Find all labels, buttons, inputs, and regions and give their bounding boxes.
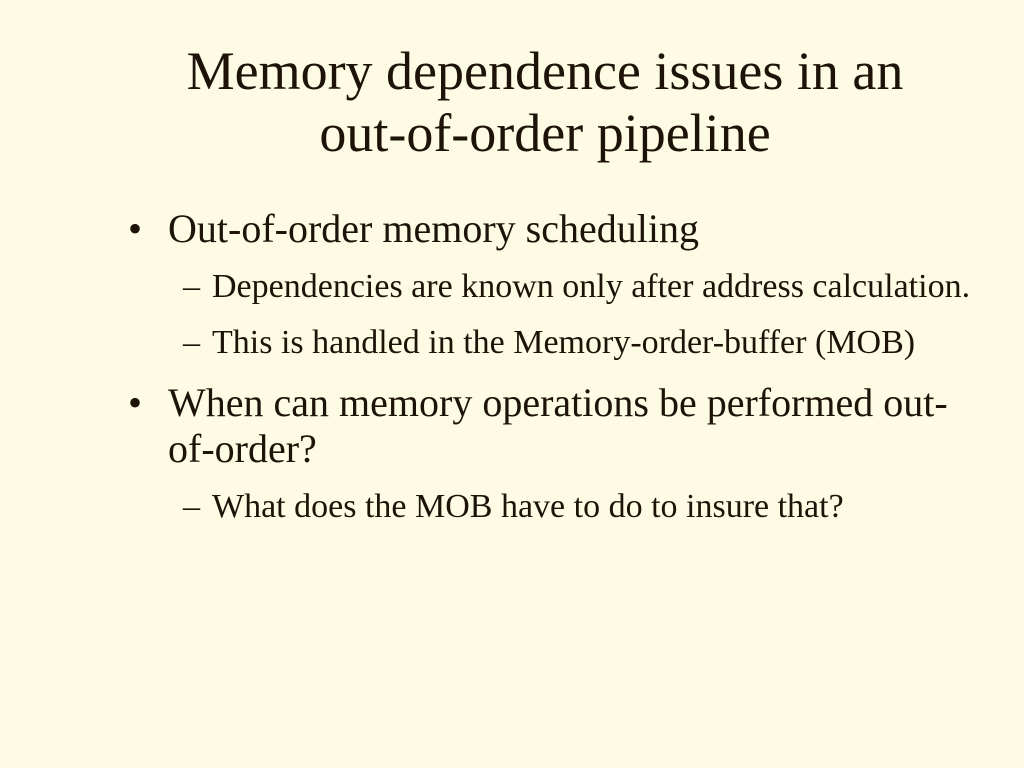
- sub-list: – Dependencies are known only after addr…: [128, 264, 978, 366]
- sub-bullet-text: This is handled in the Memory-order-buff…: [212, 324, 916, 361]
- bullet-item: • When can memory operations be performe…: [128, 380, 978, 472]
- title-line-2: out-of-order pipeline: [319, 103, 771, 163]
- dash-marker: –: [183, 268, 200, 305]
- dash-marker: –: [183, 324, 200, 361]
- sub-bullet-item: – This is handled in the Memory-order-bu…: [128, 320, 1024, 366]
- sub-bullet-text: What does the MOB have to do to insure t…: [212, 488, 844, 525]
- slide-title: Memory dependence issues in an out-of-or…: [120, 40, 970, 164]
- bullet-marker: •: [128, 380, 143, 425]
- bullet-item: • Out-of-order memory scheduling: [128, 206, 978, 252]
- sub-bullet-item: – Dependencies are known only after addr…: [128, 264, 1024, 310]
- bullet-text: When can memory operations be performed …: [168, 380, 948, 471]
- title-line-1: Memory dependence issues in an: [186, 41, 904, 101]
- sub-bullet-item: – What does the MOB have to do to insure…: [128, 484, 1024, 530]
- dash-marker: –: [183, 488, 200, 525]
- slide-content: • Out-of-order memory scheduling – Depen…: [128, 206, 978, 544]
- bullet-marker: •: [128, 206, 143, 251]
- bullet-text: Out-of-order memory scheduling: [168, 206, 699, 251]
- sub-bullet-text: Dependencies are known only after addres…: [212, 268, 971, 305]
- sub-list: – What does the MOB have to do to insure…: [128, 484, 978, 530]
